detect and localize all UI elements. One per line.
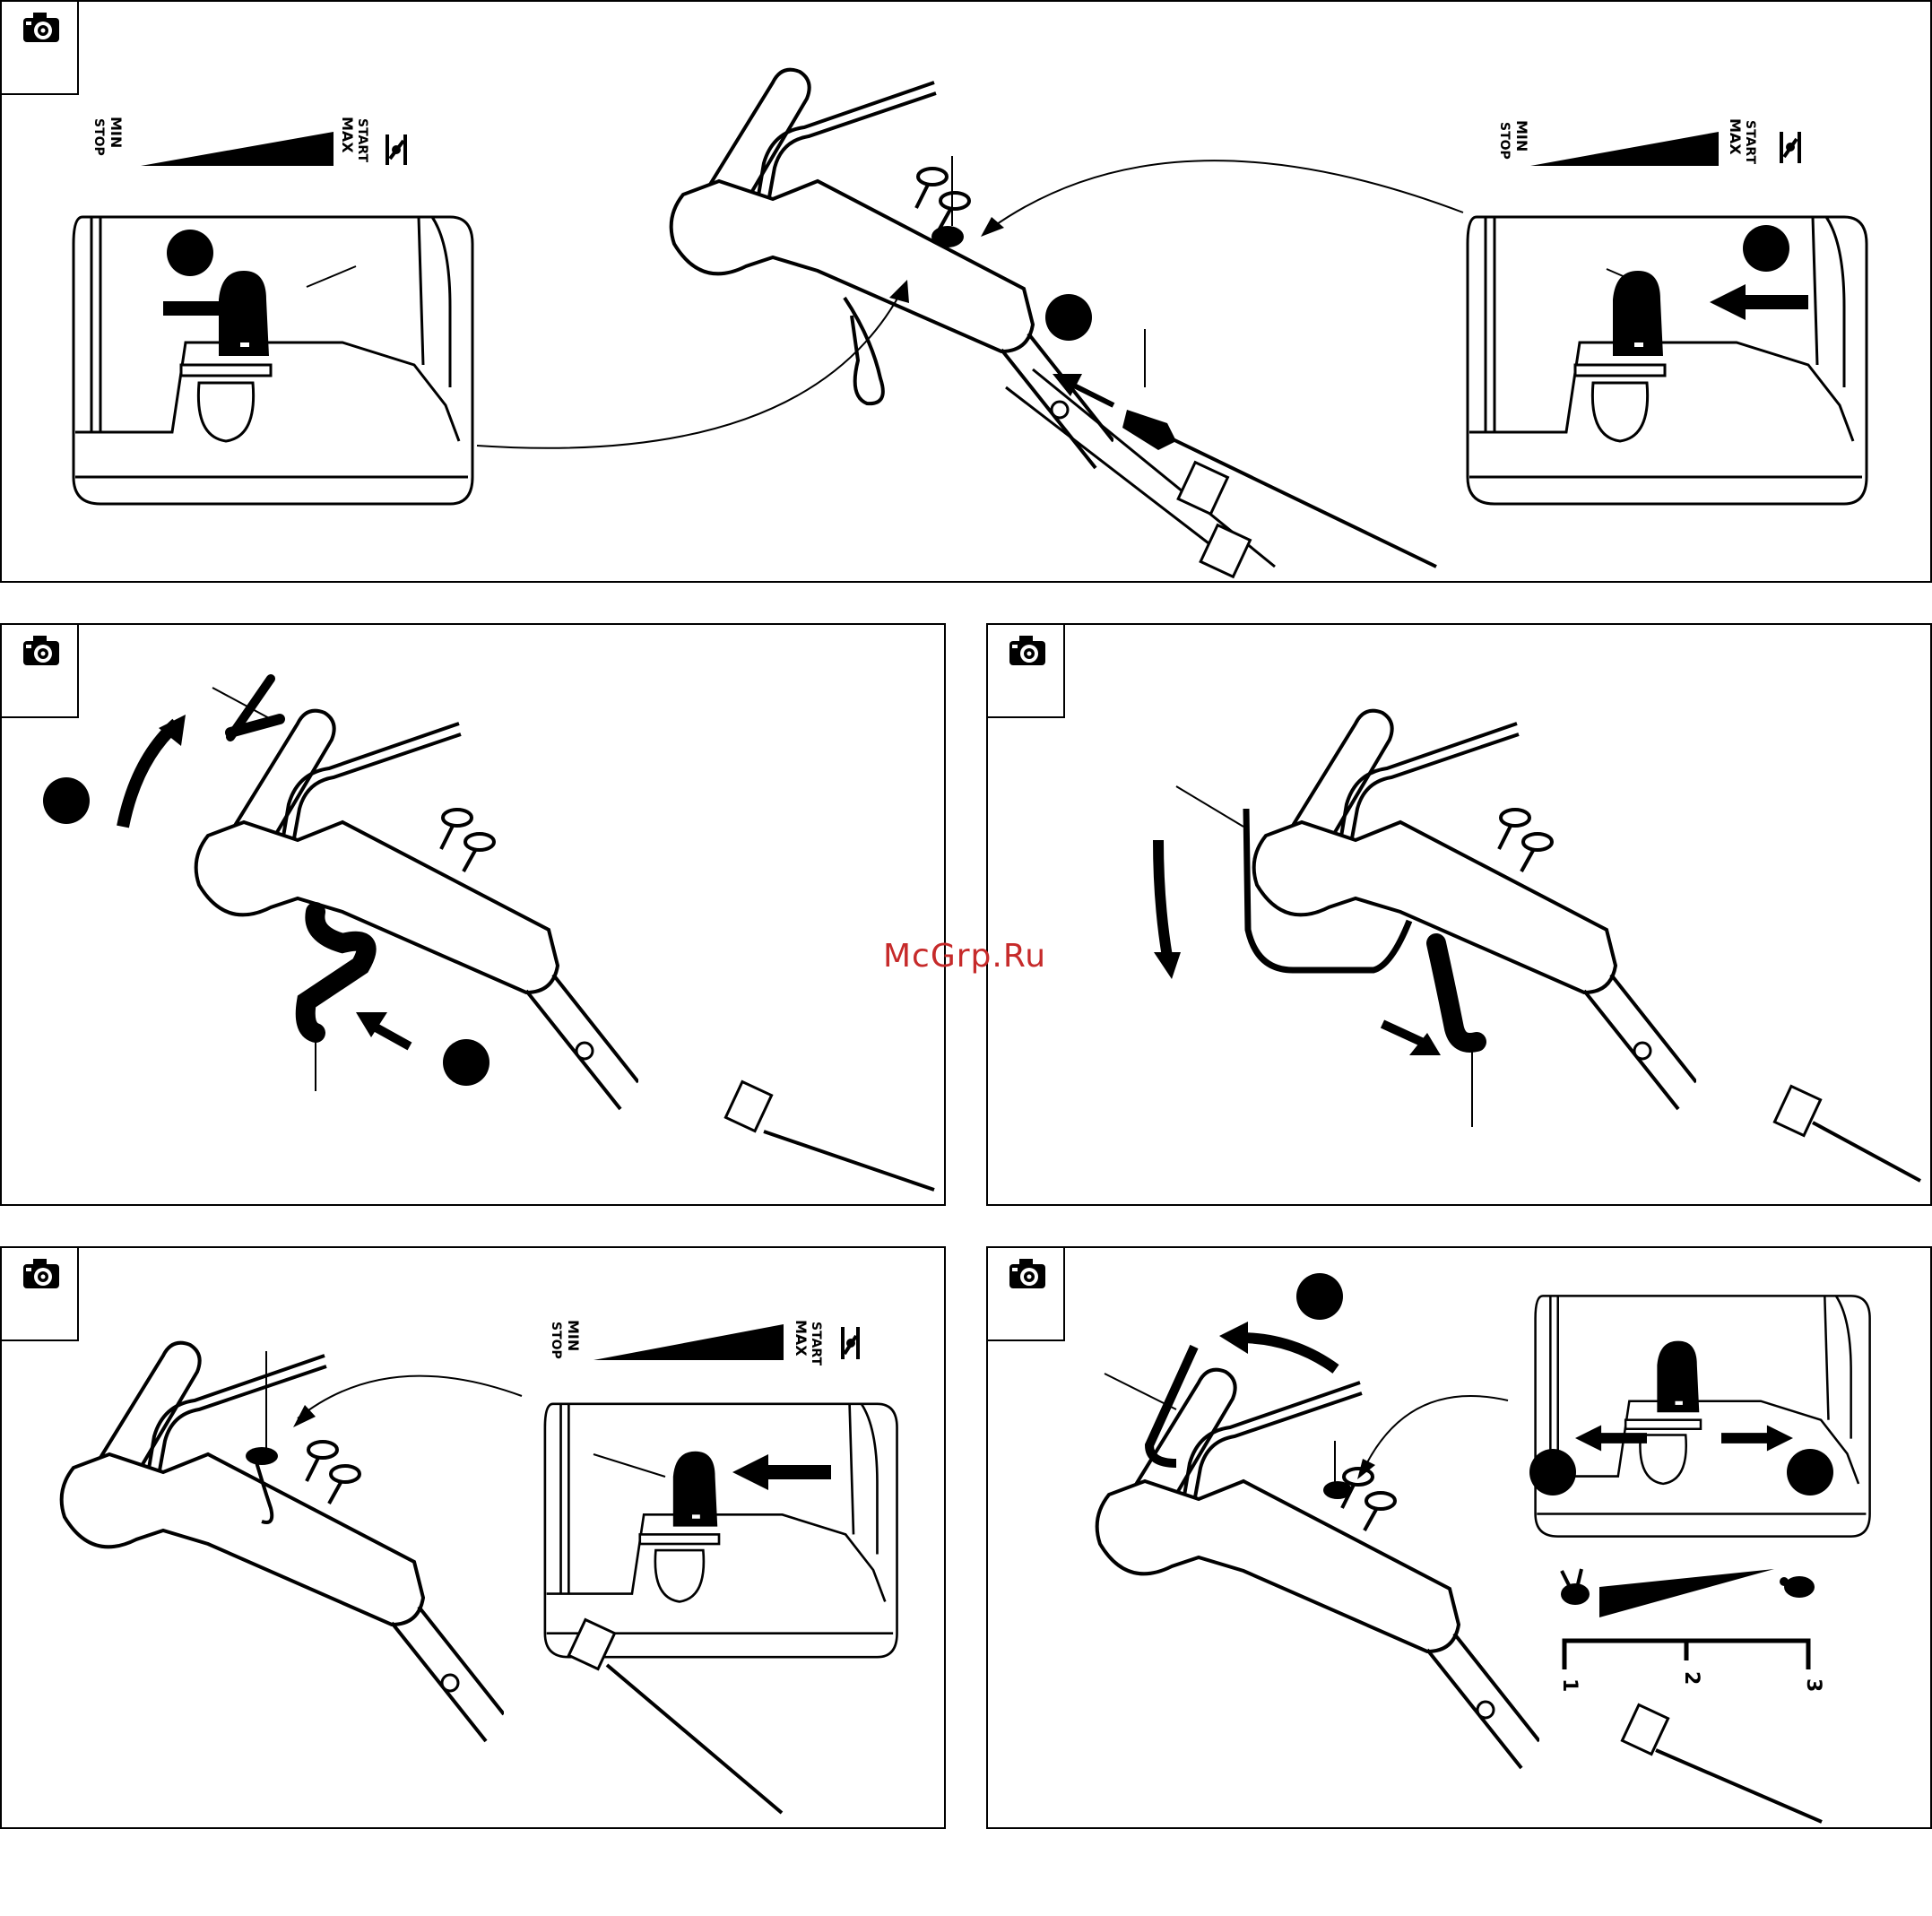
panel-speed-control: 1 2 3 xyxy=(986,1246,1932,1829)
panel-engage-bail xyxy=(0,623,946,1206)
speed-tick-3: 3 xyxy=(1802,1678,1824,1692)
step-marker xyxy=(167,230,213,276)
watermark-text: McGrp.Ru xyxy=(883,938,1046,975)
throttle-wedge xyxy=(141,132,334,166)
throttle-max-label: MAX xyxy=(1727,118,1744,155)
throttle-start-label: START xyxy=(355,118,369,163)
step-marker xyxy=(443,1039,489,1086)
panel-release-bail xyxy=(986,623,1932,1206)
choke-icon xyxy=(1781,132,1799,163)
start-diagram: MIN STOP MAX START xyxy=(2,2,1932,583)
handle-drawing xyxy=(671,70,1113,468)
throttle-min-label: MIN xyxy=(108,117,125,148)
speed-tick-2: 2 xyxy=(1680,1671,1702,1685)
step-marker xyxy=(43,777,90,824)
throttle-max-label: MAX xyxy=(793,1320,810,1357)
panel-stop-engine: MIN STOP MAX START xyxy=(0,1246,946,1829)
choke-icon xyxy=(843,1327,858,1359)
panel-start-engine: MIN STOP MAX START xyxy=(0,0,1932,583)
step-marker xyxy=(1529,1449,1576,1496)
throttle-min-label: MIN xyxy=(565,1320,582,1351)
speed-tick-1: 1 xyxy=(1558,1678,1581,1692)
knob-closeup-right xyxy=(1468,217,1867,504)
throttle-max-label: MAX xyxy=(339,117,356,153)
rabbit-icon xyxy=(1561,1569,1590,1605)
speed-diagram: 1 2 3 xyxy=(988,1248,1932,1829)
throttle-stop-label: STOP xyxy=(1497,122,1512,160)
step-marker xyxy=(1296,1273,1343,1320)
knob-closeup-left xyxy=(74,217,472,504)
throttle-min-label: MIN xyxy=(1513,120,1530,152)
stop-diagram: MIN STOP MAX START xyxy=(2,1248,946,1829)
throttle-start-label: START xyxy=(1743,120,1757,165)
throttle-stop-label: STOP xyxy=(549,1322,563,1359)
step-marker xyxy=(1787,1449,1833,1496)
step-marker xyxy=(1743,225,1789,272)
throttle-stop-label: STOP xyxy=(91,118,106,156)
step-marker xyxy=(1045,294,1092,341)
speed-wedge xyxy=(1599,1569,1774,1617)
choke-icon xyxy=(387,134,405,165)
turtle-icon xyxy=(1780,1576,1815,1598)
bail-diagram xyxy=(2,625,946,1206)
throttle-start-label: START xyxy=(809,1322,823,1366)
release-diagram xyxy=(988,625,1932,1206)
